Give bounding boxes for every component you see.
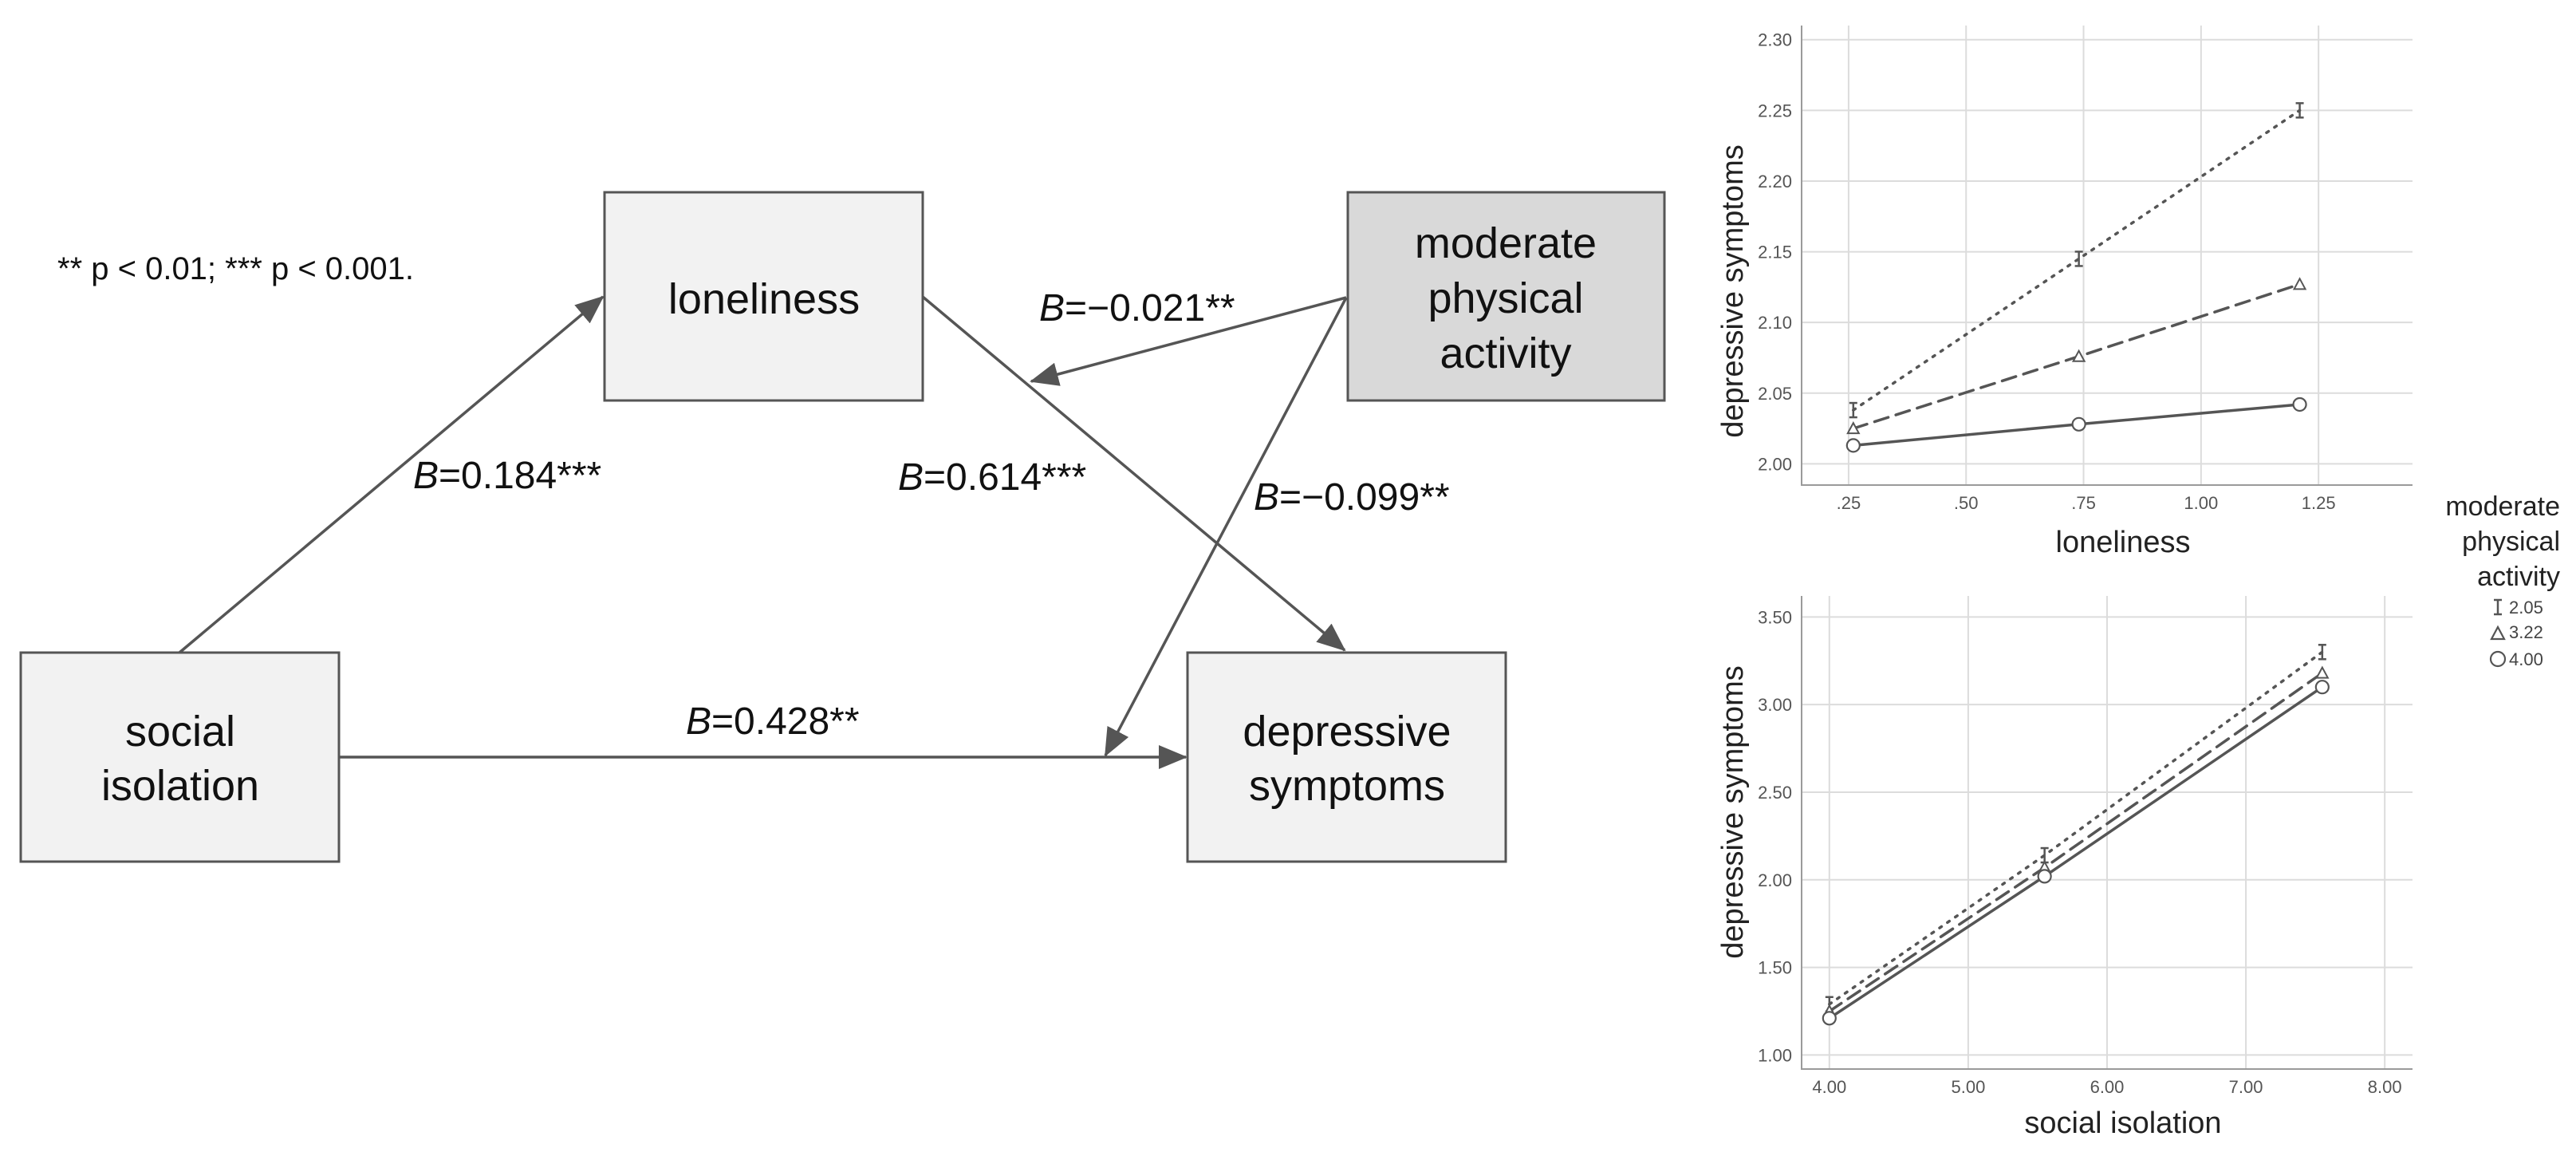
y-tick-label: 2.20	[1758, 172, 1792, 191]
chart-loneliness-interaction: .25 .50 .75 1.00 1.25 2.00 2.05 2.10 2.15 2.20 2.2…	[1716, 26, 2413, 559]
i-bar-data-point	[2318, 644, 2326, 661]
significance-note: ** p < 0.01; *** p < 0.001.	[57, 251, 414, 286]
i-bar-marker-icon	[2494, 598, 2502, 616]
chart-markers	[1845, 102, 2307, 453]
y-axis-label: depressive symptoms	[1716, 144, 1750, 437]
circle-data-point	[2071, 416, 2086, 432]
axis-frame	[1801, 26, 2413, 486]
circle-data-point	[1822, 1011, 1837, 1026]
x-tick-label: 1.00	[2184, 493, 2218, 513]
series-line-2-05	[1852, 108, 2302, 412]
coef-moderator-on-direct-path: B=−0.099**	[1254, 476, 1450, 519]
node-moderate-physical-activity: moderate physical activity	[1346, 191, 1666, 402]
chart-series-lines	[1828, 650, 2324, 1020]
arrow-moderator-to-direct-path	[1104, 297, 1348, 757]
y-tick-label: 2.00	[1758, 454, 1792, 474]
x-tick-label: 1.25	[2302, 493, 2336, 513]
x-tick-label: 4.00	[1812, 1077, 1846, 1097]
chart-tick-labels: .25 .50 .75 1.00 1.25 2.00 2.05 2.10 2.15 2.20 2.2…	[1758, 30, 2335, 513]
legend-value: 3.22	[2509, 622, 2543, 642]
y-tick-label: 2.05	[1758, 384, 1792, 404]
y-tick-label: 2.50	[1758, 783, 1792, 803]
chart-social-isolation-interaction: 4.00 5.00 6.00 7.00 8.00 1.00 1.50 2.00 2.50 3.00…	[1716, 596, 2413, 1140]
legend-item-2-05: 2.05	[2494, 598, 2543, 617]
legend-item-4-00: 4.00	[2489, 649, 2543, 669]
circle-data-point	[2292, 397, 2307, 412]
node-label-line: depressive	[1243, 708, 1451, 756]
arrow-social-isolation-to-loneliness	[178, 295, 605, 654]
x-tick-label: .75	[2071, 493, 2096, 513]
x-tick-label: .25	[1837, 493, 1861, 513]
arrow-loneliness-to-depressive-symptoms	[921, 295, 1346, 652]
y-axis-label: depressive symptoms	[1716, 665, 1750, 958]
coef-loneliness-to-depressive-symptoms: B=0.614***	[898, 456, 1086, 499]
circle-data-point	[2037, 869, 2052, 884]
node-label-line: isolation	[101, 762, 259, 810]
i-bar-data-point	[2074, 251, 2083, 267]
axis-frame	[1801, 596, 2413, 1070]
legend-value: 4.00	[2509, 649, 2543, 669]
circle-marker-icon	[2489, 650, 2507, 668]
i-bar-data-point	[2295, 102, 2304, 119]
triangle-data-point	[2292, 277, 2307, 290]
i-bar-data-point	[1849, 401, 1857, 419]
x-axis-label: loneliness	[2056, 526, 2191, 559]
triangle-data-point	[1846, 420, 1861, 435]
triangle-marker-icon	[2490, 625, 2506, 641]
y-tick-label: 2.00	[1758, 870, 1792, 890]
node-depressive-symptoms: depressive symptoms	[1186, 651, 1507, 863]
node-label-line: social	[125, 708, 235, 756]
y-tick-label: 3.50	[1758, 607, 1792, 627]
circle-data-point	[1845, 438, 1861, 453]
x-tick-label: 8.00	[2368, 1077, 2402, 1097]
triangle-data-point	[2071, 349, 2086, 362]
legend-value: 2.05	[2509, 598, 2543, 617]
coef-social-isolation-to-depressive-symptoms: B=0.428**	[686, 700, 860, 743]
legend-item-3-22: 3.22	[2490, 622, 2543, 642]
y-tick-label: 1.00	[1758, 1045, 1792, 1065]
y-tick-label: 2.10	[1758, 313, 1792, 333]
legend-title-line: moderate	[2445, 491, 2560, 522]
node-label-line: loneliness	[668, 275, 860, 323]
node-loneliness: loneliness	[603, 191, 924, 402]
legend: moderate physical activity 2.05 3.22 4.0…	[2445, 491, 2560, 669]
x-tick-label: .50	[1954, 493, 1979, 513]
node-label-line: physical	[1428, 274, 1583, 322]
mediation-diagram: social isolation loneliness depressive s…	[19, 191, 1666, 863]
series-line-4-00	[1828, 685, 2324, 1020]
x-axis-label: social isolation	[2024, 1107, 2221, 1140]
y-tick-label: 2.25	[1758, 101, 1792, 120]
chart-grid	[1801, 596, 2413, 1070]
legend-title-line: physical	[2462, 527, 2560, 557]
y-tick-label: 2.30	[1758, 30, 1792, 50]
chart-markers	[1822, 644, 2330, 1026]
y-tick-label: 2.15	[1758, 243, 1792, 262]
chart-tick-labels: 4.00 5.00 6.00 7.00 8.00 1.00 1.50 2.00 2.50 3.00…	[1758, 607, 2401, 1097]
legend-title-line: activity	[2477, 562, 2560, 592]
node-label-line: moderate	[1415, 219, 1597, 267]
triangle-data-point	[2315, 665, 2330, 679]
chart-grid	[1801, 26, 2413, 486]
x-tick-label: 5.00	[1951, 1077, 1985, 1097]
series-line-3-22	[1828, 671, 2324, 1013]
coef-moderator-on-loneliness-path: B=−0.021**	[1039, 287, 1235, 329]
circle-data-point	[2314, 680, 2330, 695]
y-tick-label: 3.00	[1758, 695, 1792, 715]
node-label-line: activity	[1440, 329, 1571, 377]
node-label-line: symptoms	[1249, 762, 1445, 810]
coef-social-isolation-to-loneliness: B=0.184***	[413, 455, 601, 497]
x-tick-label: 7.00	[2229, 1077, 2263, 1097]
arrow-moderator-to-loneliness-path	[1030, 296, 1347, 386]
node-social-isolation: social isolation	[19, 651, 341, 863]
x-tick-label: 6.00	[2090, 1077, 2125, 1097]
y-tick-label: 1.50	[1758, 958, 1792, 978]
chart-series-lines	[1852, 108, 2302, 448]
